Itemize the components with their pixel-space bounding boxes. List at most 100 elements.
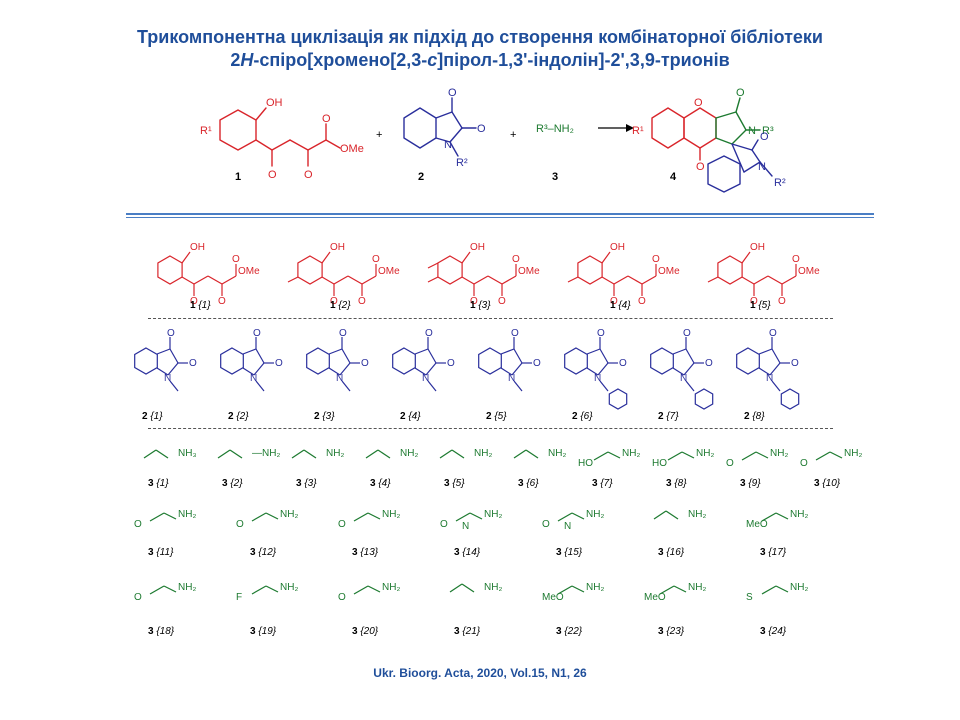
n-label: N — [758, 161, 766, 173]
o-label: O — [778, 296, 786, 307]
bond — [815, 451, 831, 461]
compound-2-number: 2 — [418, 171, 424, 183]
group-label: O — [338, 592, 346, 603]
bond — [193, 275, 209, 285]
bond — [339, 362, 351, 376]
bond — [597, 362, 609, 376]
bond — [771, 380, 781, 392]
compound-3-caption: 3 {16} — [658, 547, 685, 558]
compound-2-caption: 2 {8} — [744, 411, 765, 422]
compound-3-caption: 3 {6} — [518, 478, 539, 489]
group-label: O — [726, 458, 734, 469]
r3-label: R³ — [762, 125, 774, 137]
bond — [439, 449, 453, 459]
nh2-label: NH₂ — [586, 582, 604, 593]
bond — [753, 275, 769, 285]
group-label: S — [746, 592, 753, 603]
bond — [414, 367, 427, 376]
bond — [265, 512, 279, 520]
bond — [599, 380, 609, 392]
bond — [341, 348, 351, 364]
nh2-label: NH₂ — [622, 448, 640, 459]
bond — [427, 380, 437, 392]
o-label: O — [304, 169, 313, 181]
group-label: F — [236, 592, 242, 603]
bond — [641, 275, 657, 285]
compound-3-caption: 3 {14} — [454, 547, 481, 558]
o-label: O — [683, 328, 691, 339]
compound-3-caption: 3 {19} — [250, 626, 277, 637]
ring-bond — [478, 347, 502, 375]
group-label: O — [236, 519, 244, 530]
o-label: O — [750, 296, 758, 307]
reaction-arrow-head — [626, 124, 634, 132]
o-label: O — [190, 296, 198, 307]
bond — [758, 348, 773, 355]
page-subtitle: 2H-спіро[хромено[2,3-c]пірол-1,3'-індолі… — [230, 50, 730, 70]
bond — [149, 585, 165, 595]
ome-label: OMe — [798, 266, 820, 277]
bond — [461, 251, 471, 264]
bond — [347, 275, 363, 285]
bond — [156, 348, 171, 355]
n-label: N — [336, 373, 343, 384]
bond — [167, 362, 179, 376]
bond — [513, 449, 527, 459]
o-label: O — [652, 254, 660, 265]
bond — [155, 449, 169, 459]
compound-2-caption: 2 {6} — [572, 411, 593, 422]
bond — [613, 275, 629, 285]
reaction-scheme: OH R¹ OMe O O O 1 + O O N R² 2 + R³–NH₂ … — [200, 87, 786, 193]
o-label: O — [253, 328, 261, 339]
compound-1-caption: 1 {4} — [610, 300, 631, 311]
oh-label: OH — [190, 242, 205, 253]
r1-label: R¹ — [632, 125, 644, 137]
bond — [586, 348, 601, 355]
row-divider — [148, 428, 833, 429]
bond — [829, 451, 843, 459]
compound-3-caption: 3 {13} — [352, 547, 379, 558]
compound-3-number: 3 — [552, 171, 558, 183]
compound-3-caption: 3 {18} — [148, 626, 175, 637]
group-label: O — [800, 458, 808, 469]
o-label: O — [769, 328, 777, 339]
nh2-label: NH₂ — [790, 509, 808, 520]
o-label: O — [268, 169, 277, 181]
o-label: O — [361, 358, 369, 369]
bond — [767, 275, 783, 285]
ring-bond — [608, 388, 628, 410]
nh2-label: NH₂ — [548, 448, 566, 459]
bond — [761, 512, 777, 522]
oh-label: OH — [610, 242, 625, 253]
bond — [567, 276, 579, 283]
bond — [291, 449, 305, 459]
bond — [672, 348, 687, 355]
bond — [321, 276, 335, 285]
compound-3-caption: 3 {10} — [814, 478, 841, 489]
group-label: O — [134, 592, 142, 603]
compound-3-caption: 3 {12} — [250, 547, 277, 558]
bond — [685, 348, 695, 364]
bond — [461, 583, 475, 593]
bond — [473, 275, 489, 285]
bond — [169, 380, 179, 392]
nh2-label: NH₃ — [178, 448, 197, 459]
compound-3-caption: 3 {17} — [760, 547, 787, 558]
ring-bond — [694, 388, 714, 410]
group-label: O — [440, 519, 448, 530]
o-label: O — [447, 358, 455, 369]
o-label: O — [330, 296, 338, 307]
bond — [469, 512, 483, 520]
nh2-label: NH₂ — [484, 509, 502, 520]
bond — [775, 585, 789, 593]
compound-3-caption: 3 {3} — [296, 478, 317, 489]
compound-3-caption: 3 {21} — [454, 626, 481, 637]
compound-1-caption: 1 {3} — [470, 300, 491, 311]
compound-2-caption: 2 {7} — [658, 411, 679, 422]
o-label: O — [694, 97, 703, 109]
bond — [217, 449, 231, 459]
ome-label: OMe — [378, 266, 400, 277]
group-label: HO — [578, 458, 593, 469]
